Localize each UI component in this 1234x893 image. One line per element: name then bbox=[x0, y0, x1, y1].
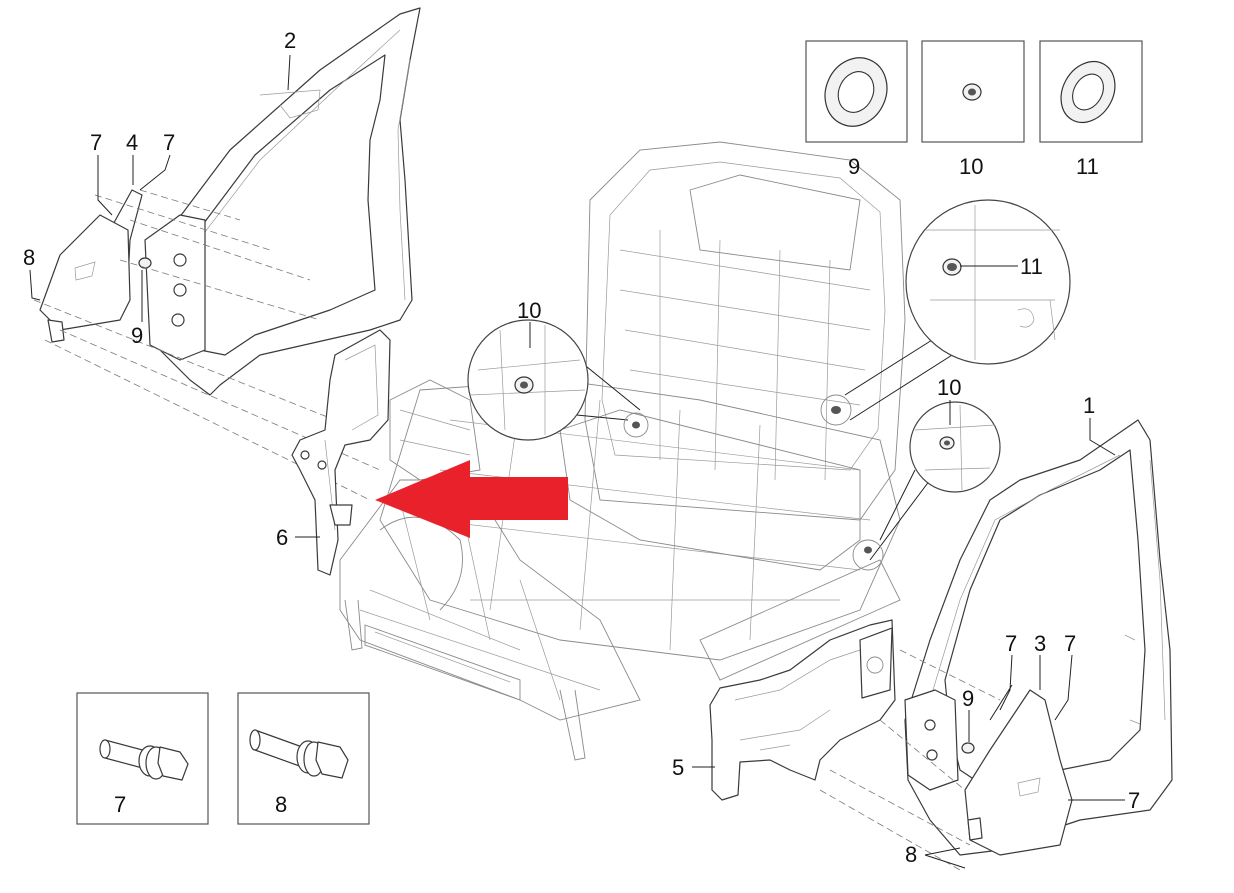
callout-7-e: 7 bbox=[1128, 788, 1140, 813]
callout-5: 5 bbox=[672, 755, 684, 780]
callout-9-right: 9 bbox=[962, 686, 974, 711]
a-pillar-reinforcement bbox=[291, 329, 391, 576]
fender-right bbox=[964, 689, 1073, 856]
callout-9-left: 9 bbox=[131, 323, 143, 348]
legend-box-10: 10 bbox=[921, 40, 1025, 179]
direction-arrow-icon bbox=[375, 460, 568, 538]
leader-lines bbox=[29, 54, 1125, 869]
legend-label-10: 10 bbox=[959, 154, 983, 179]
fender-left bbox=[39, 214, 131, 343]
bolt-7-icon bbox=[99, 739, 189, 781]
grommet-right bbox=[961, 742, 975, 754]
callout-6: 6 bbox=[276, 525, 288, 550]
zoom-detail-right bbox=[852, 401, 1001, 571]
legend-label-8: 8 bbox=[275, 792, 287, 817]
legend-box-7: 7 bbox=[76, 692, 209, 825]
legend-label-7: 7 bbox=[114, 792, 126, 817]
callout-7-a: 7 bbox=[90, 130, 102, 155]
callout-10-right: 10 bbox=[937, 375, 961, 400]
bolt-8-icon bbox=[249, 729, 349, 779]
door-frame-left bbox=[144, 7, 421, 396]
callout-labels: 2 7 4 7 8 9 6 10 11 10 1 7 3 7 9 5 7 8 bbox=[23, 28, 1140, 867]
callout-4: 4 bbox=[126, 130, 138, 155]
callout-3: 3 bbox=[1034, 631, 1046, 656]
legend-label-11: 11 bbox=[1076, 154, 1099, 179]
legend-box-11: 11 bbox=[1039, 40, 1143, 179]
zoom-detail-center bbox=[467, 319, 649, 441]
callout-7-d: 7 bbox=[1064, 631, 1076, 656]
alignment-lines-right bbox=[819, 649, 1001, 871]
zoom-detail-upper-right bbox=[820, 199, 1071, 426]
callout-2: 2 bbox=[284, 28, 296, 53]
callout-1: 1 bbox=[1083, 393, 1095, 418]
callout-11: 11 bbox=[1020, 254, 1043, 279]
legend-label-9: 9 bbox=[848, 154, 860, 179]
cab-body-shell bbox=[339, 141, 906, 761]
callout-7-c: 7 bbox=[1005, 631, 1017, 656]
legend-box-8: 8 bbox=[237, 692, 370, 825]
callout-8-left: 8 bbox=[23, 245, 35, 270]
callout-7-b: 7 bbox=[163, 130, 175, 155]
radiator-support-bracket bbox=[709, 619, 896, 801]
legend-box-9: 9 bbox=[805, 40, 908, 179]
callout-10-center: 10 bbox=[517, 298, 541, 323]
callout-8-right: 8 bbox=[905, 842, 917, 867]
grommet-left bbox=[138, 257, 152, 269]
